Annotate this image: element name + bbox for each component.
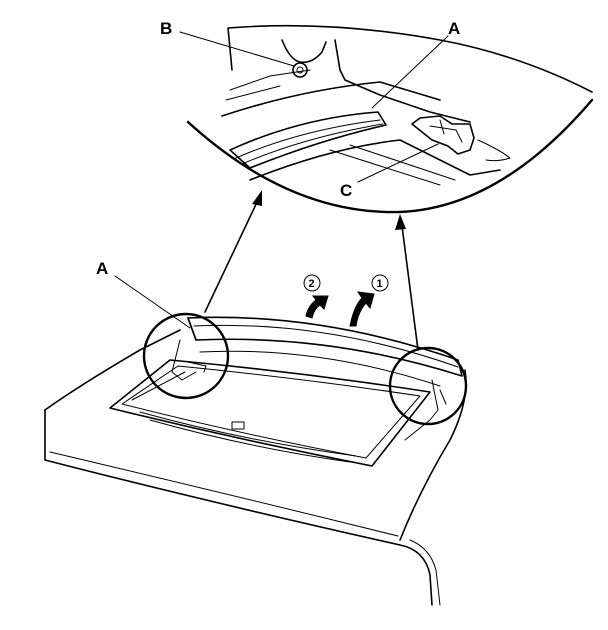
detail-frame-rail-upper bbox=[221, 81, 441, 117]
connector-right-arrowhead bbox=[395, 214, 406, 230]
sunroof-opening-outer bbox=[109, 359, 431, 467]
step-2-number: 2 bbox=[309, 278, 315, 290]
step-2-arrow bbox=[305, 295, 329, 319]
detail-roof-rear bbox=[334, 39, 471, 123]
roof-outline-bottom bbox=[44, 409, 433, 606]
sunroof-opening-inner bbox=[121, 365, 421, 459]
roof-outline-left bbox=[44, 329, 181, 411]
connector-left-arrowhead bbox=[252, 190, 262, 206]
glass-panel bbox=[187, 316, 463, 377]
zoom-circle-right bbox=[388, 346, 468, 426]
detail-view-boundary bbox=[186, 98, 594, 214]
detail-glass-panel-a bbox=[229, 111, 387, 169]
bolt-b bbox=[292, 62, 308, 78]
roof-outline-right bbox=[399, 369, 467, 541]
detail-frame-rail-lower bbox=[249, 139, 501, 181]
zoom-connectors bbox=[204, 190, 419, 351]
step-1-badge bbox=[371, 274, 389, 292]
leader-b bbox=[179, 31, 295, 67]
label-b: B bbox=[160, 19, 172, 38]
detail-roof-edge bbox=[227, 24, 593, 93]
connector-left-line bbox=[204, 199, 259, 313]
step-1-arrow bbox=[349, 291, 375, 327]
connector-right-line bbox=[401, 225, 419, 351]
zoom-circle-left bbox=[142, 312, 230, 400]
leader-a-left bbox=[114, 275, 191, 329]
leader-c bbox=[357, 143, 439, 183]
label-c: C bbox=[340, 181, 352, 200]
step-1-number: 1 bbox=[377, 278, 383, 290]
step-2-badge bbox=[303, 274, 321, 292]
label-a-left: A bbox=[96, 259, 108, 278]
main-view: A bbox=[44, 259, 468, 606]
detail-bracket bbox=[281, 39, 327, 64]
step-indicators: 2 1 bbox=[303, 274, 389, 327]
detail-view: B A C bbox=[160, 19, 594, 214]
clip-c bbox=[411, 115, 475, 155]
label-a-top: A bbox=[448, 19, 460, 38]
leader-a-top bbox=[371, 35, 449, 109]
